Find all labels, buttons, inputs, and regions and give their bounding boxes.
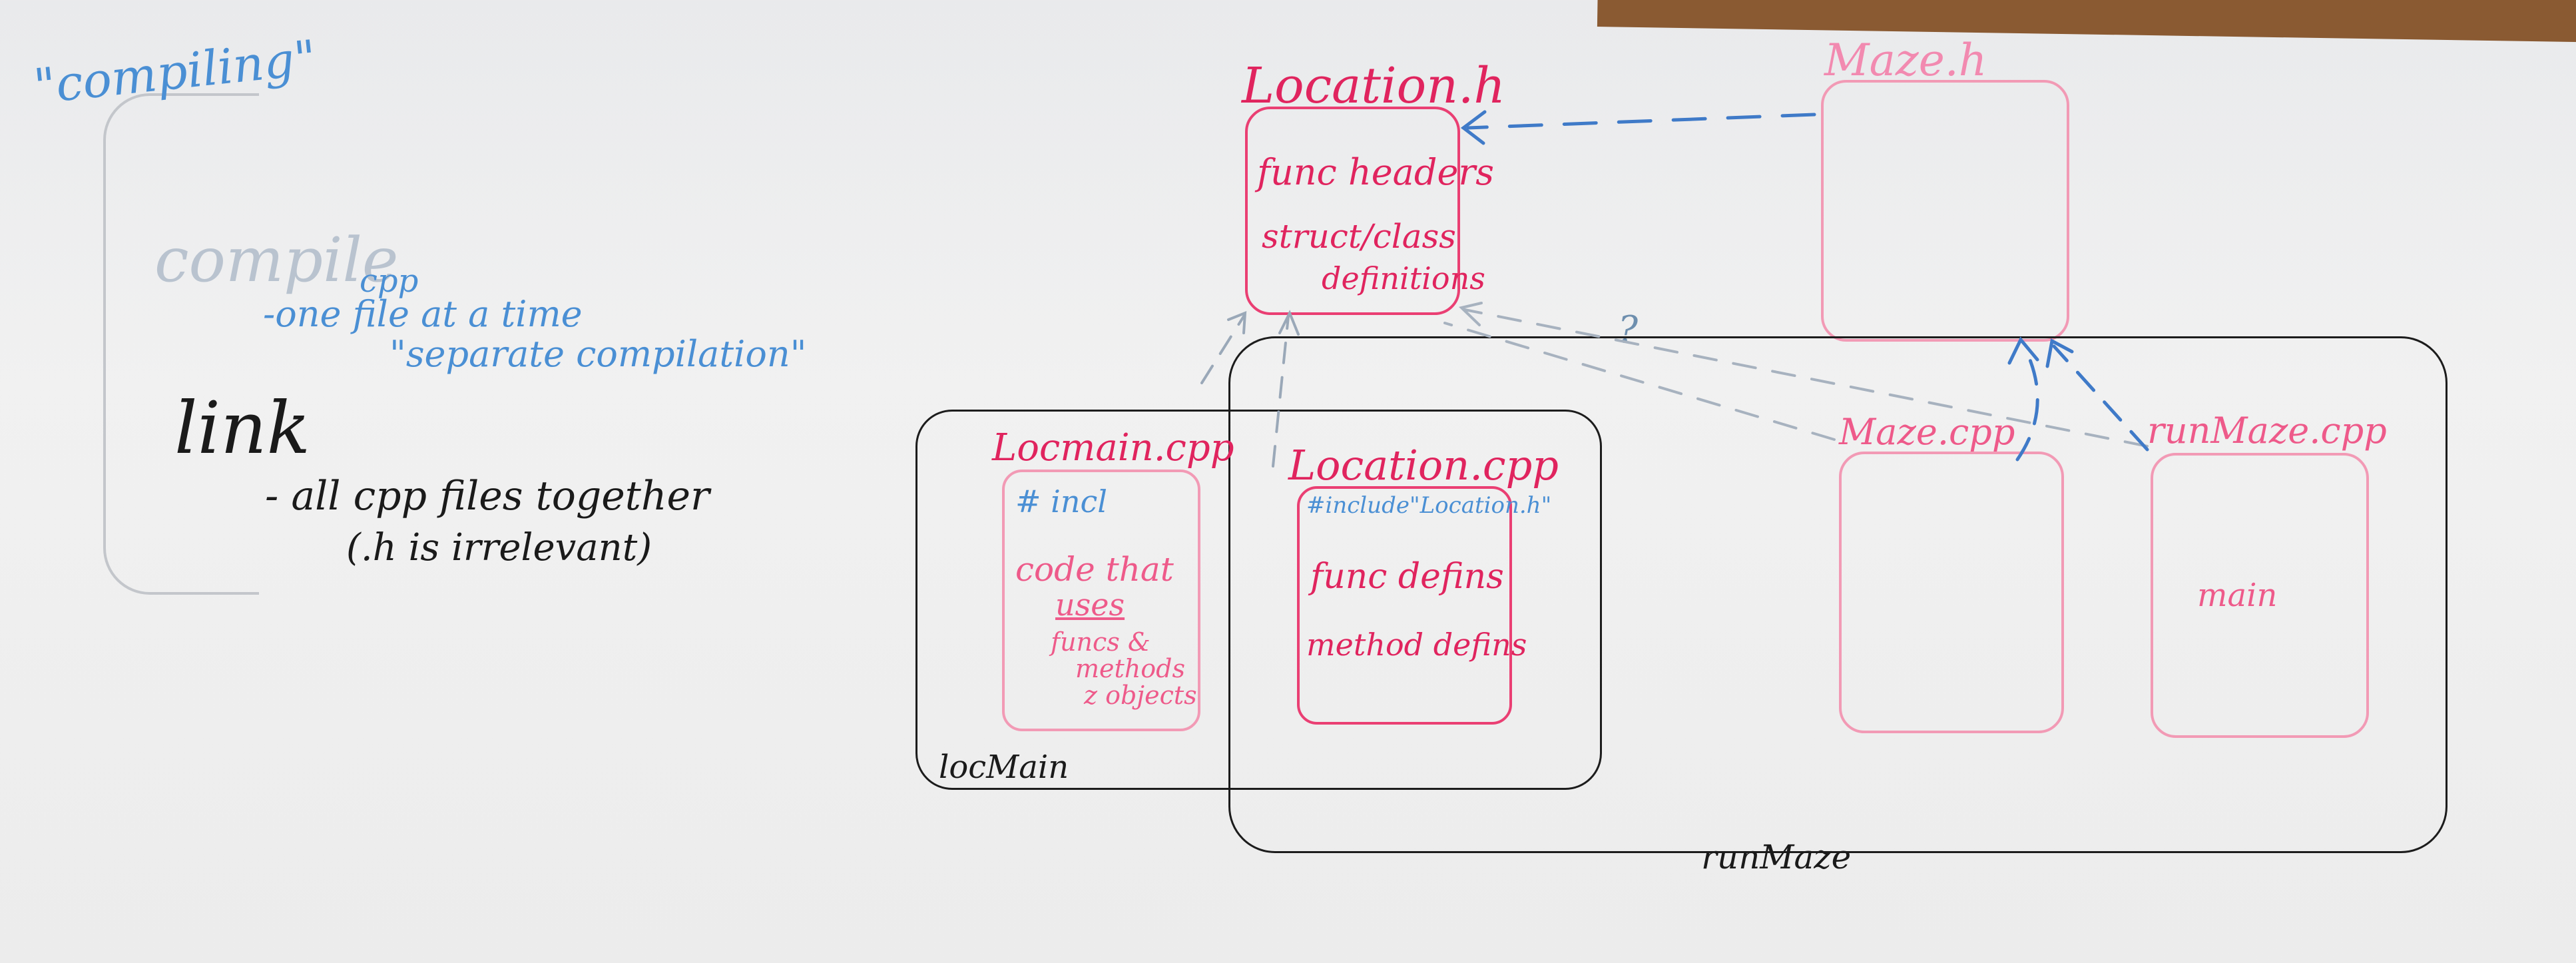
- location-h-line1: func headers: [1257, 151, 1494, 193]
- location-h-line2: struct/class: [1262, 217, 1456, 256]
- separate-compilation-note: "separate compilation": [389, 333, 807, 375]
- locmain-cpp-title: Locmain.cpp: [992, 426, 1234, 470]
- maze-cpp-title: Maze.cpp: [1839, 411, 2015, 453]
- arrow-mazeh-to-locationh: [1466, 113, 1816, 130]
- arrow-runmaze-to-mazeh: [2052, 344, 2149, 452]
- locmain-group: [915, 410, 1602, 790]
- arrowhead-locmain-to-locationh: [1227, 310, 1247, 334]
- runmaze-cpp-box: [2151, 453, 2369, 738]
- link-label: link: [174, 387, 311, 470]
- compile-label: compile: [154, 224, 399, 296]
- locmain-cpp-box: [1002, 470, 1200, 731]
- location-h-line3: definitions: [1322, 260, 1485, 296]
- left-bracket: [103, 93, 259, 595]
- locmain-incl: # incl: [1015, 483, 1107, 519]
- arrowhead-locationcpp-to-locationh: [1278, 310, 1300, 336]
- arrowhead-mazeh-to-locationh: [1460, 110, 1487, 145]
- runmaze-cpp-title: runMaze.cpp: [2147, 410, 2387, 452]
- location-h-box: [1245, 107, 1460, 315]
- location-h-title: Location.h: [1242, 57, 1506, 115]
- arrow-mazecpp-to-mazeh: [2015, 344, 2039, 462]
- arrow-mazecpp-to-locationh: [1443, 322, 1836, 441]
- runmaze-group-label: runMaze: [1701, 838, 1852, 876]
- arrowhead-mazecpp-to-mazeh: [2007, 336, 2039, 365]
- locmain-group-label: locMain: [939, 749, 1069, 786]
- maze-cpp-box: [1839, 452, 2064, 733]
- location-cpp-include: #include"Location.h": [1306, 492, 1552, 519]
- arrow-locmain-to-locationh: [1200, 315, 1245, 384]
- h-irrelevant-note: (.h is irrelevant): [346, 526, 652, 569]
- runmaze-group: [1228, 336, 2447, 853]
- cpp-subscript: cpp: [360, 262, 419, 300]
- location-cpp-box: [1297, 486, 1512, 725]
- location-cpp-line2: method defins: [1306, 627, 1527, 663]
- location-cpp-title: Location.cpp: [1288, 441, 1559, 489]
- arrowhead-runmaze-to-mazeh: [2045, 338, 2074, 368]
- locmain-line1: code that: [1015, 550, 1174, 589]
- locmain-line2: uses: [1055, 587, 1125, 623]
- arrowhead-to-locationh-right: [1458, 302, 1483, 326]
- locmain-line3: funcs &: [1051, 627, 1151, 657]
- locmain-line5: z objects: [1084, 681, 1197, 710]
- one-file-note: -one file at a time: [263, 293, 583, 335]
- locmain-line4: methods: [1075, 654, 1185, 683]
- maze-h-box: [1821, 80, 2069, 342]
- arrow-locationcpp-to-locationh: [1272, 315, 1290, 468]
- all-cpp-note: - all cpp files together: [265, 473, 710, 519]
- maze-h-title: Maze.h: [1824, 35, 1987, 86]
- runmaze-main: main: [2197, 577, 2278, 614]
- arrow-runmaze-to-locationh: [1463, 308, 2149, 448]
- location-cpp-line1: func defins: [1310, 557, 1504, 597]
